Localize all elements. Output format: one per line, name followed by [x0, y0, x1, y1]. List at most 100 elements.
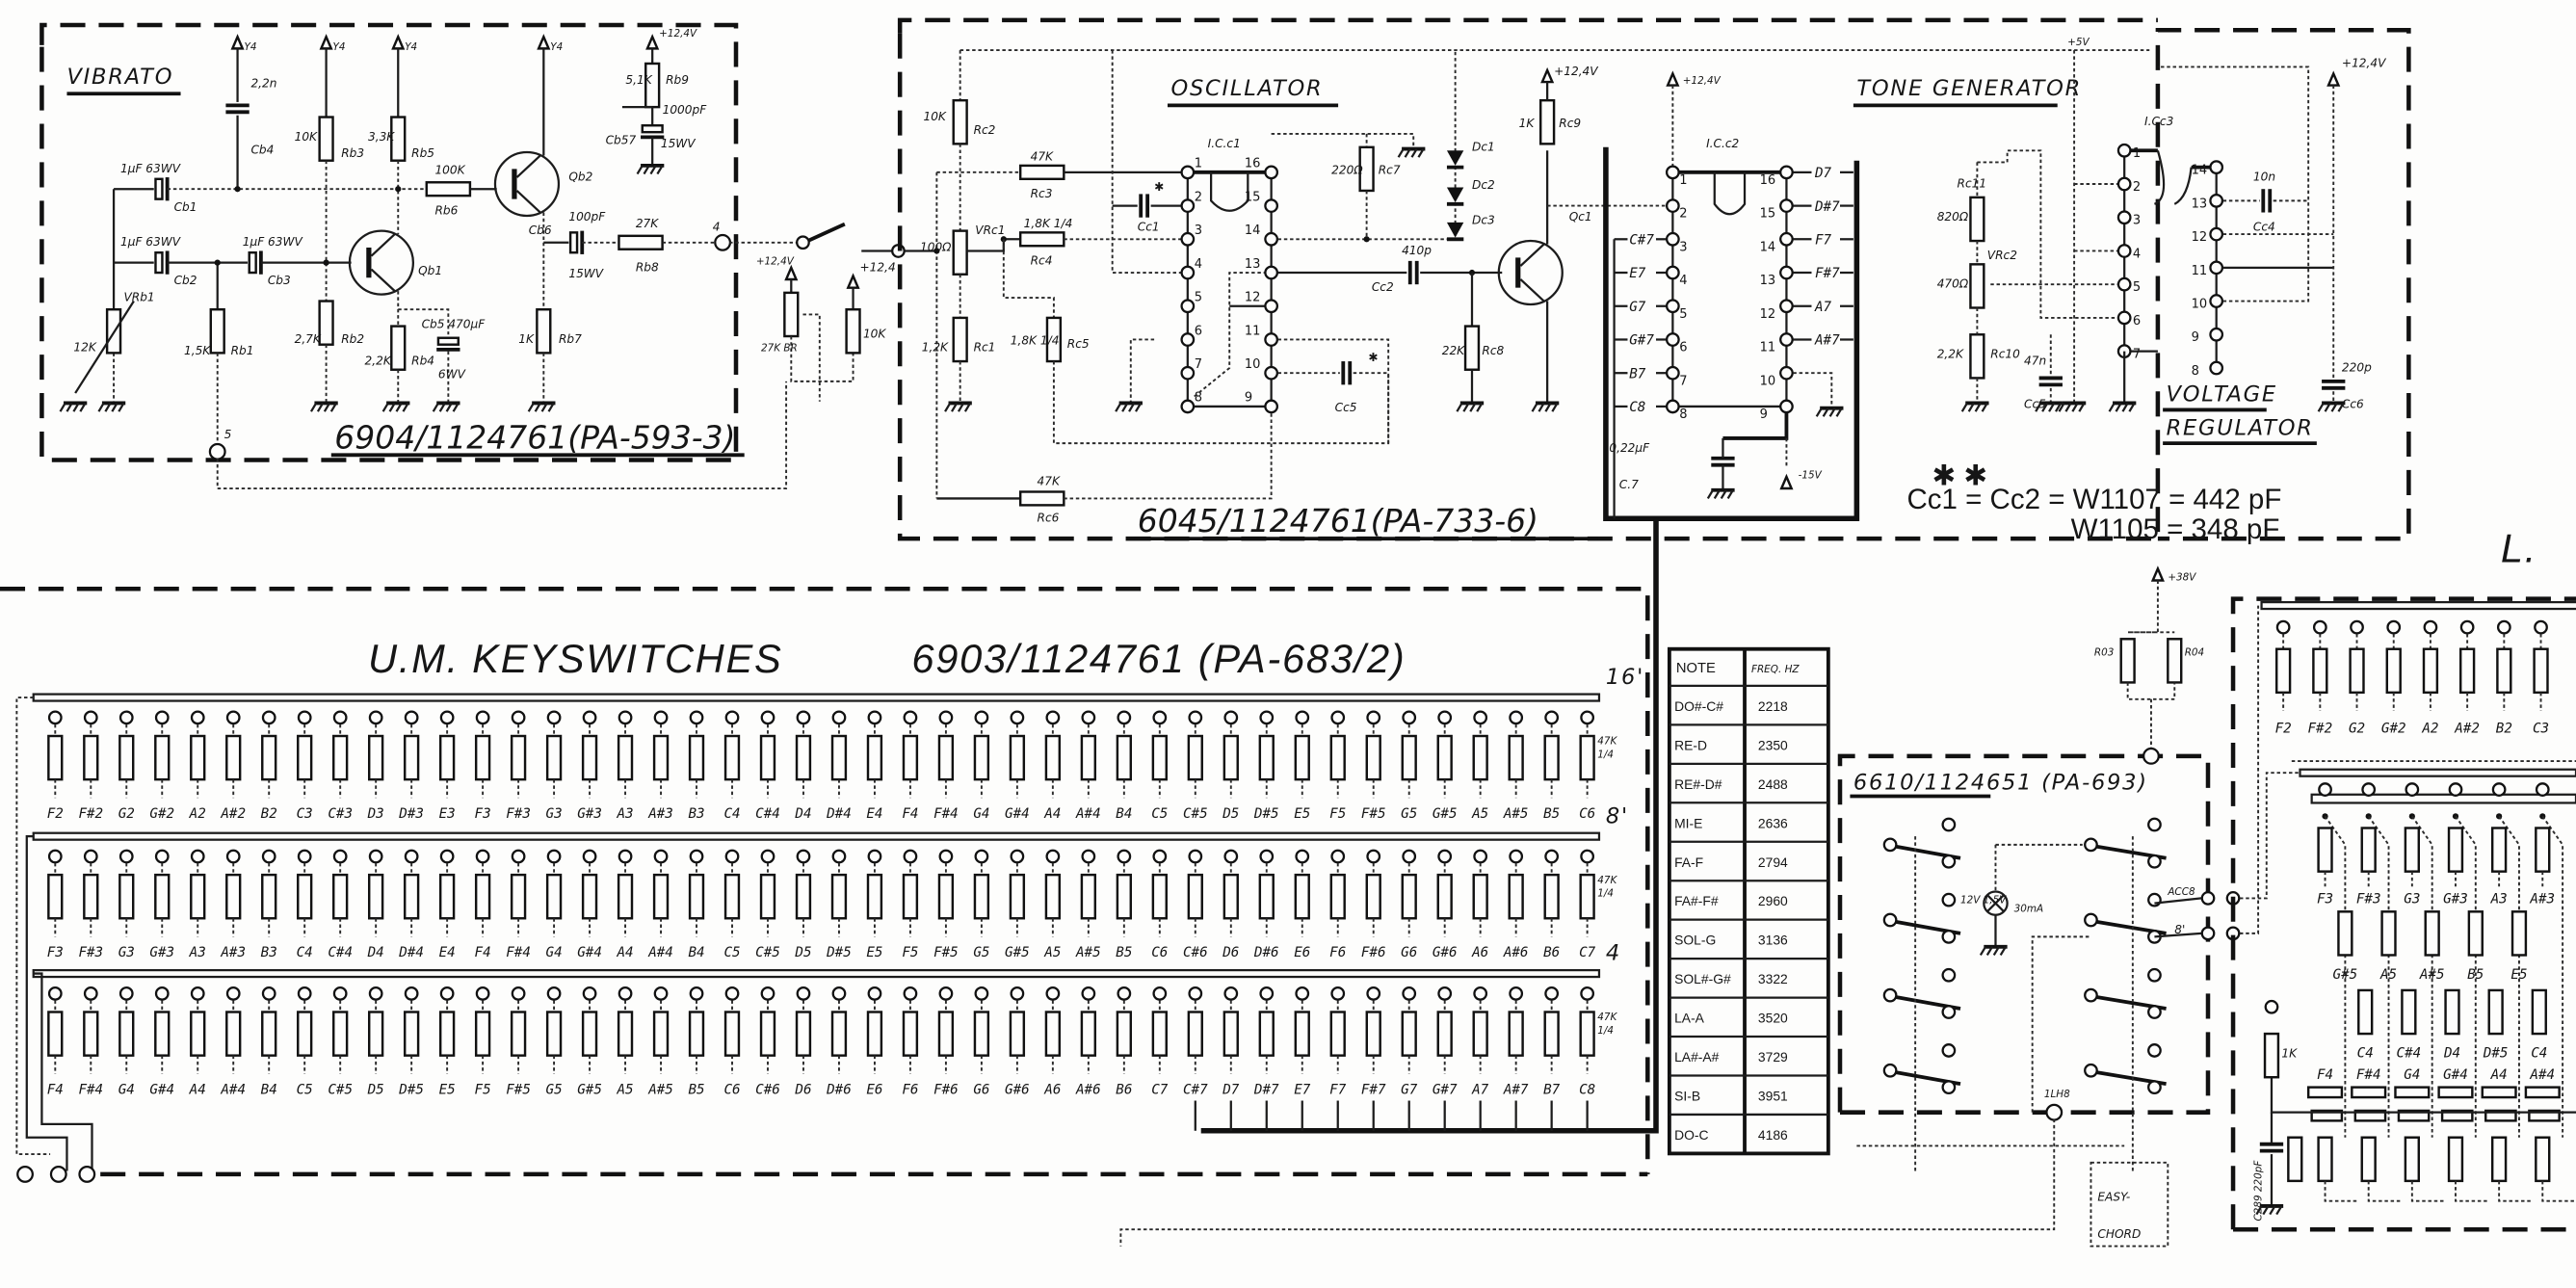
component-label: 2,7K	[295, 332, 322, 346]
terminal-pin	[831, 849, 847, 864]
resistor-rc11	[1969, 196, 1985, 243]
keyswitch-contact: G#3	[149, 849, 174, 960]
ground-icon	[1397, 146, 1426, 158]
footnote-stars: ✱ ✱	[1932, 460, 1988, 492]
keyswitch-resistor	[545, 734, 563, 781]
keyswitch-contact: C5	[297, 986, 313, 1098]
supply-arrow-icon	[2150, 565, 2165, 582]
ground-icon	[1706, 487, 1735, 500]
keyswitch-contact: C#6	[1183, 849, 1208, 960]
terminal-pin	[332, 849, 348, 864]
pin-number: 4	[1195, 257, 1202, 272]
keyswitches-title: U.M. KEYSWITCHES	[368, 636, 783, 681]
keyswitch-resistor	[297, 873, 313, 920]
potentiometer-27k	[783, 291, 800, 338]
keyswitch-contact: A#4	[647, 849, 673, 960]
keyswitch-resistor	[1116, 734, 1132, 781]
terminal-pin	[1223, 849, 1239, 864]
note-label: F#6	[933, 1083, 959, 1098]
note-label: C5	[723, 945, 740, 960]
terminal-pin	[1941, 929, 1957, 944]
note-label: E7	[1294, 1083, 1311, 1098]
terminal-pin	[2209, 160, 2224, 175]
note-label: G#5	[1433, 806, 1458, 822]
keyswitch-resistor	[2337, 910, 2353, 957]
ground-icon	[1531, 401, 1560, 412]
busbar	[32, 968, 1601, 979]
note-output-label: B7	[1629, 366, 1646, 381]
terminal-pin	[582, 986, 597, 1001]
component-label: 1K	[2281, 1046, 2298, 1060]
terminal-pin	[867, 710, 882, 725]
terminal-pin	[2116, 310, 2132, 326]
keyswitch-resistor	[937, 734, 955, 781]
keyswitch-contact: G#4	[577, 849, 602, 960]
resistor-rc8	[1463, 325, 1481, 371]
note-label: A3	[189, 945, 206, 960]
keyswitch-resistor	[1472, 1011, 1488, 1057]
ic-c1-label: I.C.c1	[1208, 137, 1241, 150]
note-label: C4	[723, 806, 740, 822]
supply-arrow-icon	[319, 34, 333, 50]
keyswitches-board-outline	[0, 586, 1650, 1174]
terminal-pin	[2147, 967, 2162, 983]
terminal-pin	[118, 710, 134, 725]
note-label: A#2	[2454, 722, 2480, 737]
component-label: 470Ω	[1937, 277, 1969, 291]
note-label: B3	[688, 806, 704, 822]
keyswitch-contact: F4	[475, 849, 491, 960]
resistor-value: 1/4	[1597, 888, 1614, 900]
keyswitch-contact: F5	[1329, 710, 1346, 822]
keyswitch-contact: F#4	[933, 710, 959, 822]
terminal-pin	[332, 986, 348, 1001]
terminal-pin	[2405, 782, 2420, 797]
note-cell: SI-B	[1674, 1089, 1700, 1104]
terminal-pin	[2209, 226, 2224, 242]
keyswitch-resistor	[2360, 1136, 2377, 1183]
keyswitch-contact: F#5	[1361, 710, 1386, 822]
keyswitch-contact: C#4	[328, 849, 353, 960]
component-label: R04	[2185, 647, 2204, 659]
component-label: Rc9	[1559, 117, 1581, 130]
keyswitch-resistor	[1009, 734, 1026, 781]
cap-value: 0,22µF	[1609, 441, 1650, 455]
keyswitch-resistor	[118, 1011, 135, 1057]
keyswitch-resistor	[1222, 734, 1239, 781]
keyswitch-contact: D5	[1222, 710, 1239, 822]
note-label: F#3	[506, 806, 531, 822]
terminal-pin	[1665, 265, 1680, 280]
note-label: C#5	[328, 1083, 353, 1098]
component-label: VRc2	[1987, 249, 2017, 262]
note-label: B3	[261, 945, 277, 960]
keyswitch-contact: D4	[794, 710, 812, 822]
keyswitch-contact: D#6	[1253, 849, 1279, 960]
note-label: G#2	[2381, 722, 2406, 737]
terminal-pin	[1117, 710, 1132, 725]
terminal-pin	[83, 986, 98, 1001]
capacitor	[1711, 456, 1735, 467]
note-label: C4	[297, 945, 313, 960]
component-label: Cc5	[1335, 401, 1357, 414]
component-label: 2,2K	[365, 355, 392, 368]
terminal-pin	[404, 710, 419, 725]
note-label: D#5	[1253, 806, 1279, 822]
note-label: E4	[439, 945, 456, 960]
keyswitch-resistor	[652, 1011, 670, 1057]
keyswitch-resistor	[2385, 647, 2402, 695]
ground-icon	[59, 401, 88, 412]
terminal-pin	[1010, 849, 1025, 864]
keyswitch-contact: A#4	[1075, 710, 1101, 822]
terminal-pin	[2209, 260, 2224, 276]
keyswitch-contact: A4	[189, 986, 206, 1098]
terminal-pin	[1264, 165, 1279, 180]
keyswitches-board-number: 6903/1124761 (PA-683/2)	[911, 636, 1406, 681]
keyswitch-contact: C7	[1579, 849, 1596, 960]
wire	[2541, 815, 2564, 1138]
keyswitch-resistor	[1080, 734, 1097, 781]
keyswitch-contact: G6	[973, 986, 989, 1098]
note-cell: RE#-D#	[1674, 776, 1722, 792]
keyswitch-resistor	[1151, 1011, 1168, 1057]
note-label: F#7	[1361, 1083, 1386, 1098]
keyswitch-resistor	[118, 734, 135, 781]
